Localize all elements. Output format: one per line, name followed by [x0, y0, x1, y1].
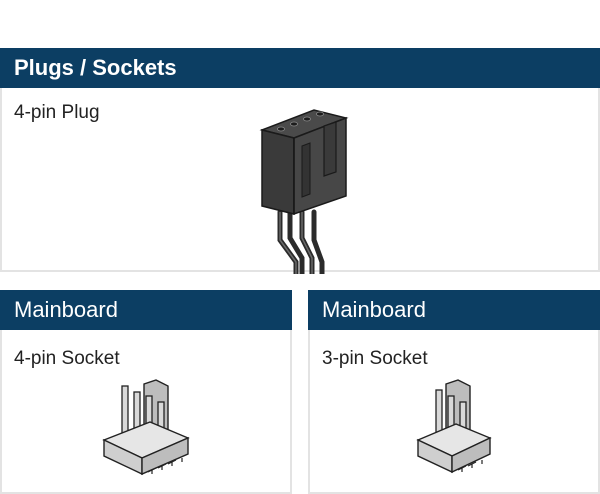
- plugs-panel: Plugs / Sockets 4-pin Plug: [0, 48, 600, 274]
- 3pin-socket-label: 3-pin Socket: [322, 348, 428, 369]
- 4-pin-header-icon: [102, 379, 190, 476]
- mainboard-4pin-panel: Mainboard 4-pin Socket: [0, 290, 292, 494]
- 3-pin-header-icon: [416, 379, 492, 474]
- plug-label: 4-pin Plug: [14, 102, 100, 123]
- plugs-header: Plugs / Sockets: [0, 48, 600, 88]
- mainboard-header: Mainboard: [0, 290, 292, 330]
- fan-connector-plug-icon: [259, 109, 349, 274]
- 4pin-socket-label: 4-pin Socket: [14, 348, 120, 369]
- mainboard-header: Mainboard: [308, 290, 600, 330]
- mainboard-3pin-panel: Mainboard 3-pin Socket: [308, 290, 600, 494]
